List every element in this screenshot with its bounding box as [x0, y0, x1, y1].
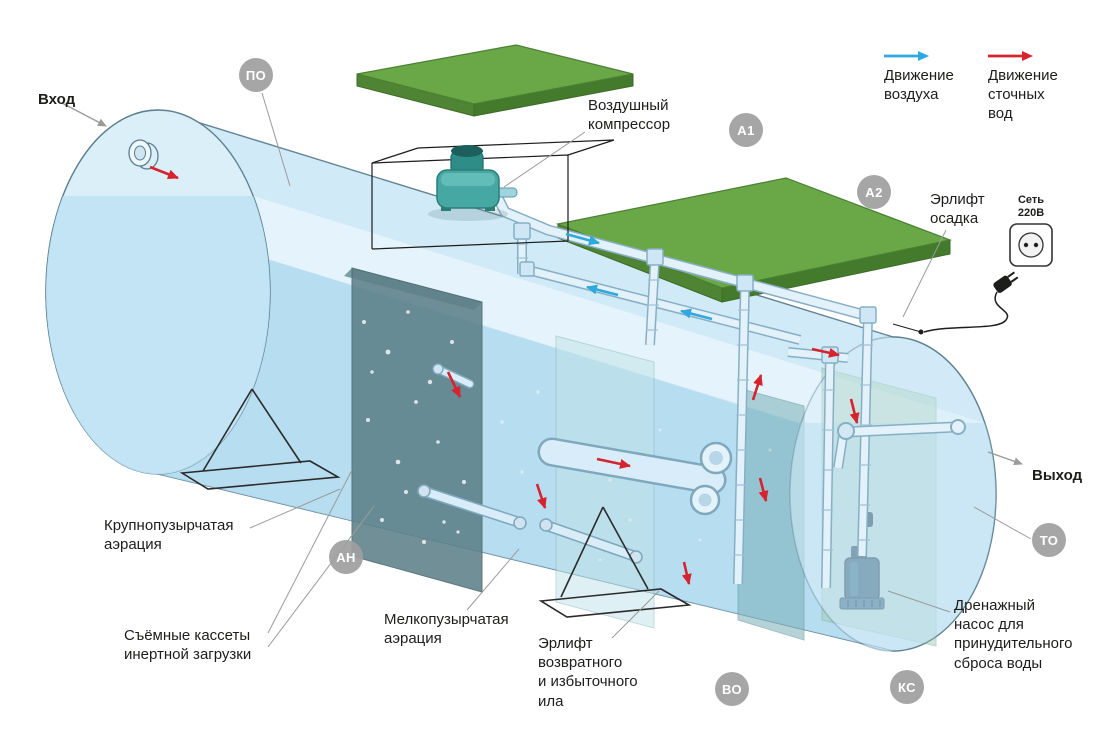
coarse-bubble-aeration-label: Крупнопузырчатая аэрация: [104, 517, 234, 554]
badge-a2: А2: [857, 175, 891, 209]
badge-an: АН: [329, 540, 363, 574]
outlet-pipe: [833, 419, 966, 469]
air-compressor-unit: [428, 145, 518, 221]
power-outlet-icon: [1009, 223, 1053, 267]
air-compressor-label: Воздушный компрессор: [588, 97, 671, 134]
tank-left-cap: [45, 109, 271, 475]
legend-air-arrow: [884, 51, 929, 61]
sludge-airlift-label: Эрлифт осадка: [930, 191, 985, 228]
badge-ks: КС: [890, 670, 924, 704]
support-stands: [179, 388, 692, 618]
power-plug-and-cord: [892, 271, 1019, 335]
lid-small: [356, 44, 634, 117]
outlet-label: Выход: [1032, 467, 1083, 484]
inlet-outlet-pointers: [61, 102, 1023, 466]
fine-aeration-tube: [539, 518, 643, 564]
drainage-pump-label: Дренажный насос для принудительного сбро…: [954, 597, 1073, 672]
inert-cassette-block: [344, 267, 483, 593]
wastewater-flow-arrows: [149, 165, 860, 585]
badge-po: ПО: [239, 58, 273, 92]
air-manifold-pipes: [492, 193, 966, 589]
badge-to: ТО: [1032, 523, 1066, 557]
coarse-aeration-tube: [417, 484, 527, 530]
badge-vo: ВО: [715, 672, 749, 706]
inlet-pipe-socket: [128, 139, 159, 170]
fine-bubble-aeration-label: Мелкопузырчатая аэрация: [384, 611, 509, 648]
legend-wastewater-label: Движение сточных вод: [988, 67, 1058, 123]
chamber-wall-2: [555, 335, 655, 629]
inlet-label: Вход: [38, 91, 76, 108]
small-diffuser-tube: [432, 363, 475, 389]
removable-cassettes-label: Съёмные кассеты инертной загрузки: [124, 627, 252, 664]
badge-a1: А1: [729, 113, 763, 147]
legend-wastewater-arrow: [988, 51, 1033, 61]
drainage-pump: [839, 512, 885, 610]
tank-right-cap: [789, 336, 997, 652]
interior-pipes: [417, 363, 733, 564]
leader-lines: [249, 92, 1032, 648]
air-flow-arrows: [565, 232, 713, 321]
return-sludge-airlift-label: Эрлифт возвратного и избыточного ила: [538, 635, 638, 710]
legend-air-label: Движение воздуха: [884, 67, 954, 104]
power-supply-label: Сеть 220В: [1017, 194, 1045, 220]
